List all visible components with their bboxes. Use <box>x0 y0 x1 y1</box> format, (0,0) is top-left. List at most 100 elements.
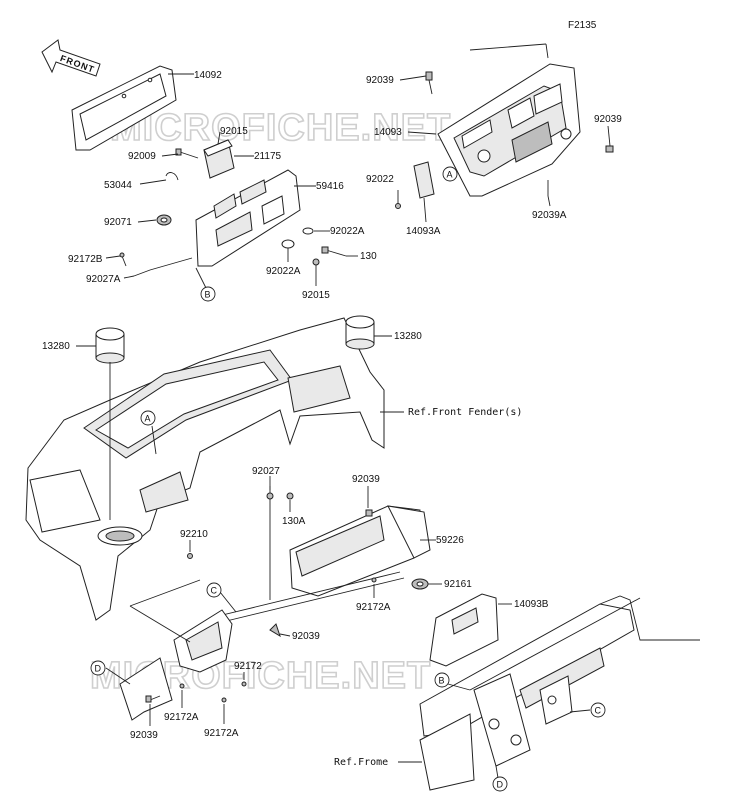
leader-callout-b-top <box>195 267 207 289</box>
dashboard-body <box>25 317 385 621</box>
guide-line-1 <box>129 579 201 607</box>
leader-92027A <box>123 275 135 279</box>
screw-92172 <box>241 681 247 687</box>
front-direction-arrow: FRONT <box>41 39 101 77</box>
label-13280-left: 13280 <box>42 341 70 352</box>
label-14093B: 14093B <box>514 599 549 610</box>
clip-92039-bottom <box>269 623 281 638</box>
svg-text:A: A <box>447 170 453 180</box>
panel-14093 <box>437 63 581 197</box>
callout-c-frame: C <box>590 702 606 718</box>
label-92071: 92071 <box>104 217 132 228</box>
console-59226 <box>289 505 431 597</box>
label-130-top: 130 <box>360 251 377 262</box>
leader-callout-c-mid <box>219 591 237 613</box>
label-92039-right: 92039 <box>594 114 622 125</box>
callout-b-top: B <box>200 286 216 302</box>
label-92022A-right: 92022A <box>330 226 365 237</box>
label-21175: 21175 <box>254 151 282 162</box>
label-59416: 59416 <box>316 181 344 192</box>
label-92015-low: 92015 <box>302 290 330 301</box>
label-59226: 59226 <box>436 535 464 546</box>
label-92027A: 92027A <box>86 274 121 285</box>
label-92039-low: 92039 <box>130 730 158 741</box>
label-130A: 130A <box>282 516 306 527</box>
screw-92172B <box>119 252 127 267</box>
leader-callout-d-frame <box>495 765 499 779</box>
bracket-92027A <box>133 257 193 277</box>
hose-53044 <box>165 172 179 181</box>
tube-rod <box>209 571 405 625</box>
leader-14093 <box>407 131 437 135</box>
label-14092: 14092 <box>194 70 222 81</box>
label-92022: 92022 <box>366 174 394 185</box>
label-92172A-low2: 92172A <box>204 728 239 739</box>
label-92039-bottom: 92039 <box>292 631 320 642</box>
svg-text:C: C <box>211 586 218 596</box>
frame-assembly <box>419 595 700 791</box>
leader-callout-d-left <box>105 667 131 685</box>
grommet-92161 <box>411 578 429 590</box>
leader-92172B <box>105 255 121 259</box>
label-92172: 92172 <box>234 661 262 672</box>
bolt-92210 <box>187 553 193 559</box>
washer-92022A-low <box>281 239 295 249</box>
cupholder-13280-right <box>345 315 375 350</box>
label-92022A-low: 92022A <box>266 266 301 277</box>
svg-text:D: D <box>95 664 102 674</box>
svg-text:D: D <box>497 780 504 790</box>
diagram-code: F2135 <box>568 20 597 31</box>
clip-92039-left <box>425 71 433 95</box>
clip-92039-mid <box>365 509 373 517</box>
label-92039A: 92039A <box>532 210 567 221</box>
nut-92022 <box>395 203 401 209</box>
callout-a-dashboard: A <box>140 410 156 426</box>
meter-21175 <box>203 139 235 179</box>
leader-14093A <box>423 197 427 223</box>
label-92027: 92027 <box>252 466 280 477</box>
bolt-130-top <box>321 246 347 257</box>
svg-text:C: C <box>595 706 602 716</box>
screw-92009 <box>175 148 199 159</box>
leader-92071 <box>137 219 157 223</box>
label-14093: 14093 <box>374 127 402 138</box>
callout-b-frame: B <box>434 672 450 688</box>
label-13280-right: 13280 <box>394 331 422 342</box>
cupholder-13280-left <box>95 327 125 364</box>
watermark-top: MICROFICHE.NET <box>110 107 451 149</box>
screw-92172A-low2 <box>221 697 227 703</box>
clip-92039-right <box>605 145 614 153</box>
label-92161: 92161 <box>444 579 472 590</box>
svg-text:A: A <box>145 414 151 424</box>
guide-line-2 <box>129 605 191 643</box>
screw-92039-low <box>145 695 161 703</box>
label-92009: 92009 <box>128 151 156 162</box>
callout-d-left: D <box>90 660 106 676</box>
lens-14093A <box>413 161 435 199</box>
leader-92039A <box>547 195 551 207</box>
label-92039-mid: 92039 <box>352 474 380 485</box>
screw-92172A-low1 <box>179 683 185 689</box>
leader-callout-b-frame <box>447 683 471 691</box>
nut-130A <box>286 492 294 500</box>
callout-a-panel: A <box>442 166 458 182</box>
label-ref-front-fender: Ref.Front Fender(s) <box>408 407 522 418</box>
label-92172A-mid: 92172A <box>356 602 391 613</box>
leader-92009 <box>161 153 179 157</box>
label-92015-top: 92015 <box>220 126 248 137</box>
bracket-92027 <box>266 486 274 600</box>
svg-text:B: B <box>439 676 445 686</box>
washer-92022A-right <box>302 227 314 235</box>
label-92172B: 92172B <box>68 254 103 265</box>
label-14093A: 14093A <box>406 226 441 237</box>
leader-92039-right <box>607 125 611 147</box>
lower-bracket-left <box>119 609 233 721</box>
leader-callout-a-dash <box>151 425 157 455</box>
bracket-line-top <box>469 43 547 51</box>
screw-92172A-mid <box>371 577 377 583</box>
bracket-line-top-end <box>545 43 549 59</box>
leader-53044 <box>139 179 167 185</box>
leader-callout-c-frame <box>569 709 591 713</box>
